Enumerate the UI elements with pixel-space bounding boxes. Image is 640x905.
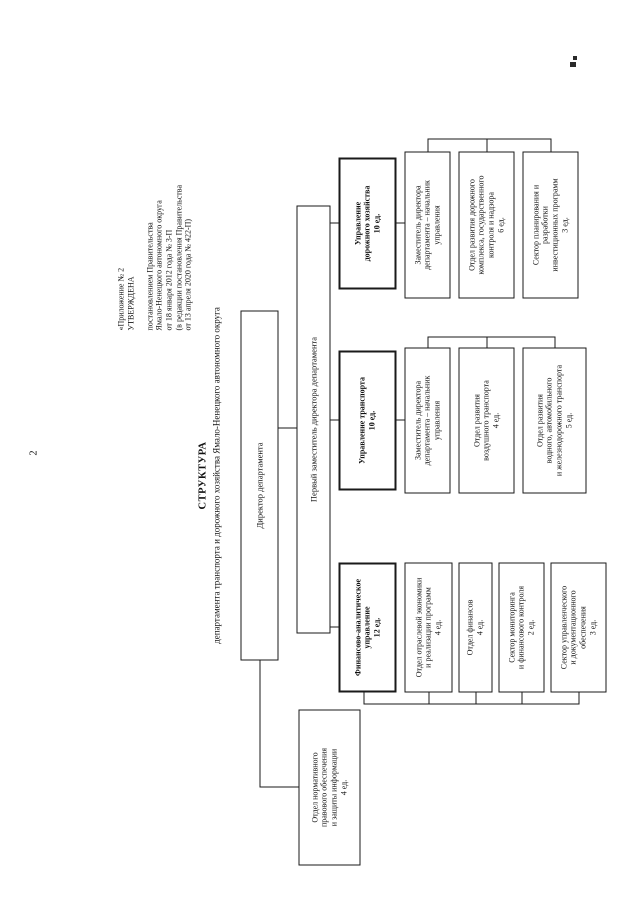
rail-finance-tick-3	[521, 692, 522, 704]
box-transport-unit-air: Отдел развития воздушного транспорта 4 е…	[458, 347, 514, 493]
box-transport-deputy: Заместитель директора департамента – нач…	[404, 347, 450, 493]
rail-road-tick-1	[427, 138, 428, 151]
connector-deputy-finance	[330, 626, 338, 627]
box-legal-office: Отдел нормативного правового обеспечения…	[298, 709, 360, 865]
box-road-unit-planning: Сектор планирования и разработки инвести…	[522, 151, 578, 298]
scan-speck	[570, 56, 577, 68]
box-finance-division: Финансово-аналитическое управление 12 ед…	[338, 562, 396, 692]
rail-finance-elbow	[363, 692, 364, 704]
connector-director-legal-v	[259, 786, 298, 787]
box-first-deputy: Первый заместитель директора департамент…	[296, 205, 330, 633]
rail-transport-tick-2	[486, 336, 487, 347]
rail-transport-column	[427, 336, 555, 337]
box-road-deputy: Заместитель директора департамента – нач…	[404, 151, 450, 298]
connector-director-deputy	[278, 427, 296, 428]
rail-finance-tick-2	[475, 692, 476, 704]
rail-road-tick-2	[486, 138, 487, 151]
box-finance-unit-records: Сектор управленческого и документационно…	[550, 562, 606, 692]
rail-finance-tick-4	[578, 692, 579, 704]
approval-stamp-text: «Приложение № 2 УТВЕРЖДЕНА постановление…	[116, 184, 193, 331]
connector-road-head-deputy	[396, 222, 404, 223]
box-transport-division: Управление транспорта 10 ед.	[338, 350, 396, 490]
box-transport-unit-water-road-rail: Отдел развития водного, автомобильного и…	[522, 347, 586, 493]
connector-deputy-transport	[330, 419, 338, 420]
chart-subtitle: департамента транспорта и дорожного хозя…	[211, 306, 221, 644]
box-finance-unit-finances: Отдел финансов 4 ед.	[458, 562, 492, 692]
box-road-unit-development: Отдел развития дорожного комплекса, госу…	[458, 151, 514, 298]
box-finance-unit-economy: Отдел отраслевой экономики и реализации …	[404, 562, 452, 692]
connector-deputy-road	[330, 222, 338, 223]
connector-director-legal-h	[259, 660, 260, 787]
rail-road-tick-3	[550, 138, 551, 151]
connector-transport-head-deputy	[396, 419, 404, 420]
chart-title: СТРУКТУРА	[197, 441, 208, 509]
box-finance-unit-monitoring: Сектор мониторинга и финансового контрол…	[498, 562, 544, 692]
rail-finance-column	[363, 703, 579, 704]
rail-transport-tick-1	[427, 336, 428, 347]
page-number: 2	[28, 450, 39, 455]
rail-road-column	[427, 138, 551, 139]
box-road-division: Управление дорожного хозяйства 10 ед.	[338, 157, 396, 289]
box-director: Директор департамента	[240, 310, 278, 660]
rail-finance-tick-1	[428, 692, 429, 704]
rail-transport-tick-3	[554, 336, 555, 347]
